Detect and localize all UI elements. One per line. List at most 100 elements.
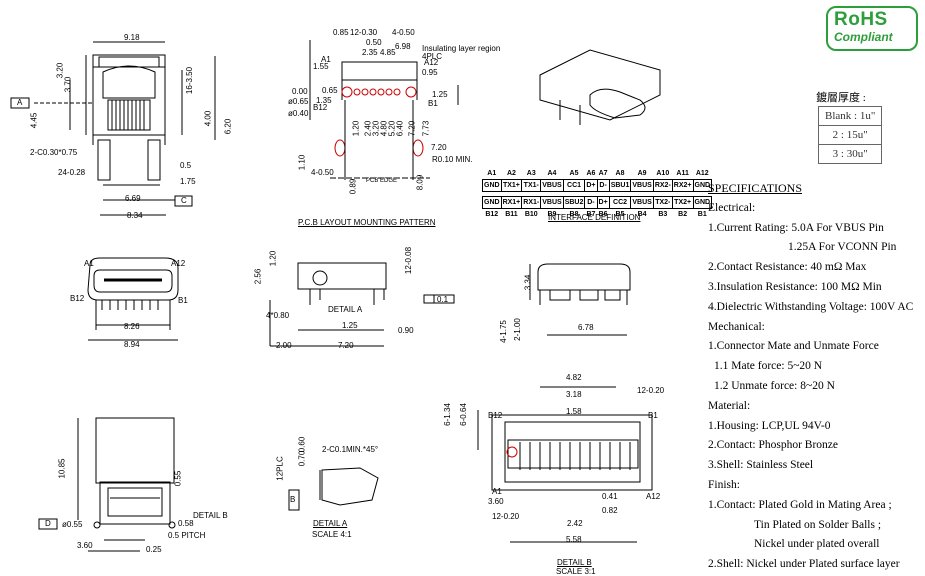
detail-a-caption: DETAIL A bbox=[313, 519, 348, 528]
iso-view-drawing bbox=[539, 49, 661, 125]
pin-label: A5 bbox=[569, 170, 579, 177]
dim-label: B1 bbox=[648, 411, 658, 420]
pin-signal: GND bbox=[482, 179, 502, 192]
dim-label: 1.25 bbox=[432, 90, 448, 99]
pin-label: A8 bbox=[615, 170, 625, 177]
dim-label: 4.45 bbox=[29, 112, 39, 129]
spec-line: 3.Insulation Resistance: 100 MΩ Min bbox=[708, 280, 882, 293]
datum-d-label: D bbox=[45, 519, 51, 528]
pin-signal: SBU2 bbox=[562, 196, 586, 209]
dim-label: 9.18 bbox=[124, 33, 140, 42]
dim-label: 1.10 bbox=[297, 154, 307, 171]
pin-signal: GND bbox=[692, 179, 713, 192]
dim-label: A1 bbox=[492, 487, 502, 496]
spec-line: 1.Housing: LCP,UL 94V-0 bbox=[708, 419, 831, 432]
pin-label: A3 bbox=[526, 170, 536, 177]
dim-label: 4.82 bbox=[566, 373, 582, 382]
spec-line: 1.2 Unmate force: 8~20 N bbox=[714, 379, 835, 392]
pin-label: B4 bbox=[637, 211, 647, 218]
back-view-drawing bbox=[529, 263, 631, 336]
pin-label: B10 bbox=[524, 211, 538, 218]
pin-signal: TX1- bbox=[521, 179, 542, 192]
pin-signal: RX2+ bbox=[671, 179, 694, 192]
dim-label: 4-1.75 bbox=[498, 320, 508, 343]
pin-signal: D+ bbox=[596, 196, 610, 209]
pin-label: A11 bbox=[676, 170, 689, 177]
dim-label: 4-0.50 bbox=[392, 28, 415, 37]
pin-signal: RX2- bbox=[652, 179, 673, 192]
dim-label: 2.00 bbox=[276, 341, 292, 350]
dim-label: 2-C0.1MIN.*45° bbox=[322, 445, 379, 454]
spec-line: 3.Shell: Stainless Steel bbox=[708, 459, 814, 472]
dim-label: 12-0.20 bbox=[637, 386, 665, 395]
pin-label: A9 bbox=[637, 170, 647, 177]
pin-signal: VBUS bbox=[540, 196, 564, 209]
pcb-layout-drawing bbox=[309, 40, 459, 180]
pin-signal: GND bbox=[482, 196, 502, 209]
dim-label: 4.85 bbox=[380, 48, 396, 57]
dim-label: 0.00 bbox=[292, 87, 308, 96]
dim-label: 0.82 bbox=[602, 506, 618, 515]
dim-label: 12-0.08 bbox=[404, 246, 414, 275]
dim-label: 0.50 bbox=[366, 38, 382, 47]
pin-signal: VBUS bbox=[630, 179, 654, 192]
pin-signal: GND bbox=[692, 196, 713, 209]
dim-label: 0.85 bbox=[333, 28, 349, 37]
pin-label: A6 bbox=[586, 170, 596, 177]
interface-caption: INTERFACE DEFINITION bbox=[548, 213, 641, 222]
pin-label: B7 bbox=[586, 211, 596, 218]
interface-table: A1 A2 A3 A4 A5 A6 A7 A8 A9 A10 A11 A12 G… bbox=[482, 168, 713, 220]
pin-label: A4 bbox=[547, 170, 557, 177]
detail-b-scale: SCALE 3:1 bbox=[556, 567, 596, 576]
dim-label: 0.5 bbox=[180, 161, 192, 170]
dim-label: 0.90 bbox=[398, 326, 414, 335]
dim-label: 2.35 bbox=[362, 48, 378, 57]
dim-label: 1.25 bbox=[342, 321, 358, 330]
pin-label: A7 bbox=[598, 170, 608, 177]
plating-row: 3 : 30u" bbox=[817, 144, 883, 164]
side-view-drawing bbox=[269, 262, 455, 347]
dim-label: R0.10 MIN. bbox=[432, 155, 473, 164]
dim-label: 6.98 bbox=[395, 42, 411, 51]
pin-signal: CC2 bbox=[608, 196, 632, 209]
spec-line: Nickel under plated overall bbox=[754, 538, 880, 551]
dim-label: 4-0.50 bbox=[311, 168, 334, 177]
dim-label: 3.70 bbox=[63, 76, 73, 93]
specifications-block: SPECIFICATIONS Electrical: 1.Current Rat… bbox=[708, 179, 923, 575]
dim-label: 4.00 bbox=[203, 110, 213, 127]
dim-label: 0.1 bbox=[437, 295, 449, 304]
dim-label: 2-C0.30*0.75 bbox=[30, 148, 78, 157]
dim-label: 8.09 bbox=[415, 174, 425, 191]
dim-label: A12 bbox=[171, 259, 186, 268]
datum-c-label: C bbox=[181, 196, 187, 205]
pin-signal: RX1+ bbox=[500, 196, 523, 209]
plating-row: 2 : 15u" bbox=[817, 125, 883, 145]
dim-label: ø0.65 bbox=[288, 97, 309, 106]
dim-label: 6.40 bbox=[395, 120, 405, 137]
pin-label: B1 bbox=[697, 211, 707, 218]
pin-label: B2 bbox=[678, 211, 688, 218]
front-view-drawing bbox=[87, 257, 179, 341]
dim-label: 1.20 bbox=[268, 250, 278, 267]
dim-label: 7.20 bbox=[338, 341, 354, 350]
pin-label: A10 bbox=[656, 170, 670, 177]
dim-label: 2-1.00 bbox=[512, 318, 522, 341]
pin-label: B12 bbox=[485, 211, 499, 218]
dim-label: 7.20 bbox=[431, 143, 447, 152]
dim-label: 7.20 bbox=[407, 120, 417, 137]
dim-label: 3.60 bbox=[488, 497, 504, 506]
dim-label: ø0.55 bbox=[62, 520, 83, 529]
pin-label: B9 bbox=[547, 211, 557, 218]
rohs-subtitle: Compliant bbox=[834, 30, 893, 44]
dim-label: 1.75 bbox=[180, 177, 196, 186]
dim-label: 8.34 bbox=[127, 211, 143, 220]
dim-label: 6-0.64 bbox=[458, 403, 468, 426]
dim-label: 7.73 bbox=[421, 120, 431, 137]
dim-label: B12 bbox=[70, 294, 85, 303]
dim-label: 1.20 bbox=[351, 120, 361, 137]
detail-b-drawing bbox=[477, 386, 653, 543]
pcb-note: Insulating layer region bbox=[422, 44, 501, 53]
dim-label: 0.25 bbox=[146, 545, 162, 554]
datum-a-label: A bbox=[17, 98, 23, 107]
dim-label: 12-0.30 bbox=[350, 28, 378, 37]
